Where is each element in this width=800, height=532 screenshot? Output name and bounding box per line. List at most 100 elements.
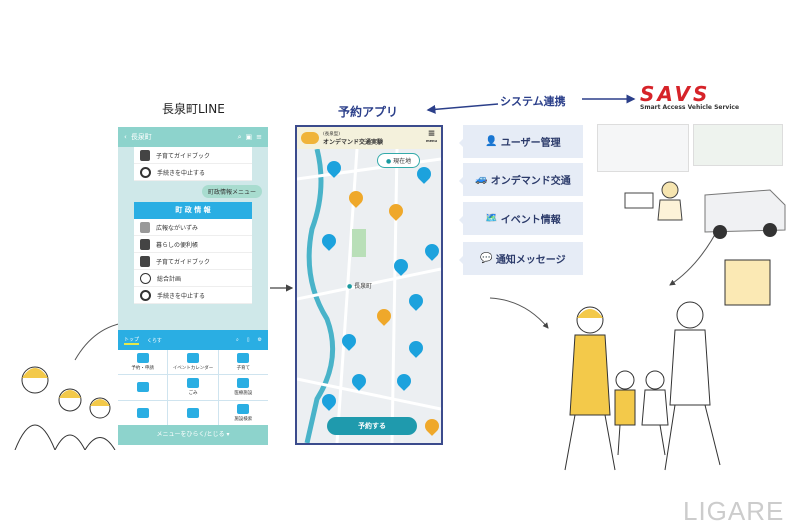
- savs-logo: SAVS: [640, 82, 711, 106]
- reservation-app-screen: (長泉型)オンデマンド交通実験 ≡menu ● 現在地 ● 長泉町 予約する: [295, 125, 443, 445]
- map-icon: 🗺️: [485, 213, 498, 224]
- grid-item[interactable]: ごみ: [168, 375, 218, 400]
- prohibited-icon: [140, 289, 151, 301]
- menu-label: menu: [425, 139, 437, 143]
- calendar-icon: [186, 353, 199, 364]
- menu-icon[interactable]: ≡: [256, 133, 262, 141]
- book-icon: [140, 149, 150, 161]
- helmet-icon: [136, 382, 149, 393]
- menu-row[interactable]: 総合計画: [134, 270, 252, 287]
- family-illustration-left: [14, 366, 116, 450]
- tab-living[interactable]: くらす: [147, 337, 162, 344]
- line-app-screen: ‹長泉町⌕▣≡ 子育てガイドブック 手続きを中止する 町政情報メニュー 町 政 …: [118, 127, 268, 445]
- feature-label: イベント情報: [500, 215, 561, 226]
- prohibited-icon: [140, 166, 151, 178]
- info-icon: [136, 407, 149, 418]
- map-view[interactable]: ● 現在地 ● 長泉町 予約する: [297, 149, 441, 443]
- phone-icon[interactable]: ▯: [246, 337, 250, 343]
- grid-label: 子育て: [236, 366, 251, 372]
- menu-row[interactable]: 暮らしの便利帳: [134, 236, 252, 253]
- feature-event-info: 🗺️イベント情報: [459, 202, 583, 235]
- menu-row[interactable]: 子育てガイドブック: [134, 253, 252, 270]
- map-roads: [297, 149, 441, 443]
- grid-label: 施設検索: [234, 416, 253, 422]
- grid-label: 医療施設: [234, 391, 253, 397]
- town-label: 長泉町: [354, 283, 373, 290]
- row-label: 手続きを中止する: [157, 292, 206, 300]
- book-button[interactable]: 予約する: [327, 417, 417, 435]
- system-sync-label: システム連携: [500, 95, 566, 108]
- back-icon[interactable]: ‹: [124, 133, 127, 141]
- line-account-name: 長泉町: [130, 133, 152, 141]
- row-label: 広報ながいずみ: [156, 224, 199, 232]
- row-label: 子育てガイドブック: [156, 152, 211, 160]
- grid-label: 予約・申請: [131, 366, 154, 372]
- speech-bubble-icon: 💬: [480, 253, 493, 264]
- feature-user-management: 👤ユーザー管理: [459, 125, 583, 158]
- baby-icon: [237, 353, 250, 364]
- grid-item[interactable]: 施設検索: [218, 400, 268, 425]
- feature-on-demand-transport: 🚙オンデマンド交通: [459, 163, 583, 196]
- app-header: (長泉型)オンデマンド交通実験 ≡menu: [297, 127, 441, 149]
- rich-menu-grid: 予約・申請 イベントカレンダー 子育て ごみ 医療施設 施設検索: [118, 350, 268, 425]
- compass-icon: [140, 272, 151, 284]
- grid-item[interactable]: イベントカレンダー: [168, 350, 218, 375]
- watermark: LIGARE: [683, 496, 785, 526]
- grid-item[interactable]: [118, 400, 168, 425]
- feature-label: ユーザー管理: [500, 138, 561, 149]
- sync-arrow-left: [426, 103, 499, 114]
- book-icon: [140, 255, 150, 267]
- menu-row[interactable]: 子育てガイドブック: [134, 147, 252, 164]
- rich-menu-tabs: トップ くらす ⌕ ▯ ⚙: [118, 330, 268, 350]
- grid-label: ごみ: [188, 391, 198, 397]
- tab-top[interactable]: トップ: [124, 336, 140, 345]
- row-label: 総合計画: [157, 275, 182, 283]
- menu-row[interactable]: 手続きを中止する: [134, 164, 252, 181]
- row-label: 手続きを中止する: [157, 169, 206, 177]
- menu-toggle[interactable]: メニューをひらく/とじる ▾: [118, 425, 268, 445]
- current-location-button[interactable]: ● 現在地: [377, 153, 421, 168]
- message-card: 子育てガイドブック 手続きを中止する: [134, 147, 252, 181]
- search-icon[interactable]: ⌕: [235, 337, 239, 343]
- trash-icon: [186, 378, 199, 389]
- line-label: 長泉町LINE: [162, 102, 225, 116]
- dashboard-screenshot: [597, 124, 689, 172]
- form-icon: [186, 407, 199, 418]
- current-location-label: 現在地: [393, 158, 412, 165]
- menu-row[interactable]: 手続きを中止する: [134, 287, 252, 304]
- user-icon: 👤: [485, 136, 498, 147]
- menu-row[interactable]: 広報ながいずみ: [134, 219, 252, 236]
- line-header: ‹長泉町 ⌕▣≡: [118, 127, 268, 147]
- facility-icon: [237, 403, 250, 414]
- grid-item[interactable]: 子育て: [218, 350, 268, 375]
- app-title: オンデマンド交通実験: [323, 138, 384, 146]
- row-label: 子育てガイドブック: [156, 258, 211, 266]
- town-marker: ● 長泉町: [347, 283, 373, 290]
- grid-item[interactable]: [168, 400, 218, 425]
- hamburger-menu[interactable]: ≡menu: [425, 129, 437, 144]
- savs-subtitle: Smart Access Vehicle Service: [640, 104, 740, 111]
- app-subtitle: (長泉型): [323, 131, 341, 137]
- grid-label: イベントカレンダー: [172, 366, 214, 372]
- card-title: 町 政 情 報: [134, 202, 252, 219]
- feature-label: オンデマンド交通: [490, 176, 571, 187]
- app-label: 予約アプリ: [338, 105, 399, 119]
- town-info-card: 町 政 情 報 広報ながいずみ 暮らしの便利帳 子育てガイドブック 総合計画 手…: [134, 202, 252, 304]
- search-icon[interactable]: ⌕: [237, 132, 242, 141]
- app-logo-icon: [301, 132, 319, 144]
- user-message: 町政情報メニュー: [201, 185, 262, 198]
- car-icon: 🚙: [475, 174, 488, 185]
- operator-and-van-illustration: [624, 181, 786, 239]
- note-icon[interactable]: ▣: [245, 133, 253, 141]
- grid-item[interactable]: 予約・申請: [118, 350, 168, 375]
- feature-label: 通知メッセージ: [495, 255, 566, 266]
- gear-icon[interactable]: ⚙: [257, 337, 262, 343]
- hospital-icon: [237, 378, 250, 389]
- map-dashboard-screenshot: [693, 124, 783, 166]
- row-label: 暮らしの便利帳: [156, 241, 199, 249]
- book-icon: [140, 238, 150, 250]
- grid-item[interactable]: [118, 375, 168, 400]
- feature-notification: 💬通知メッセージ: [459, 242, 583, 275]
- monitor-icon: [136, 353, 149, 364]
- grid-item[interactable]: 医療施設: [218, 375, 268, 400]
